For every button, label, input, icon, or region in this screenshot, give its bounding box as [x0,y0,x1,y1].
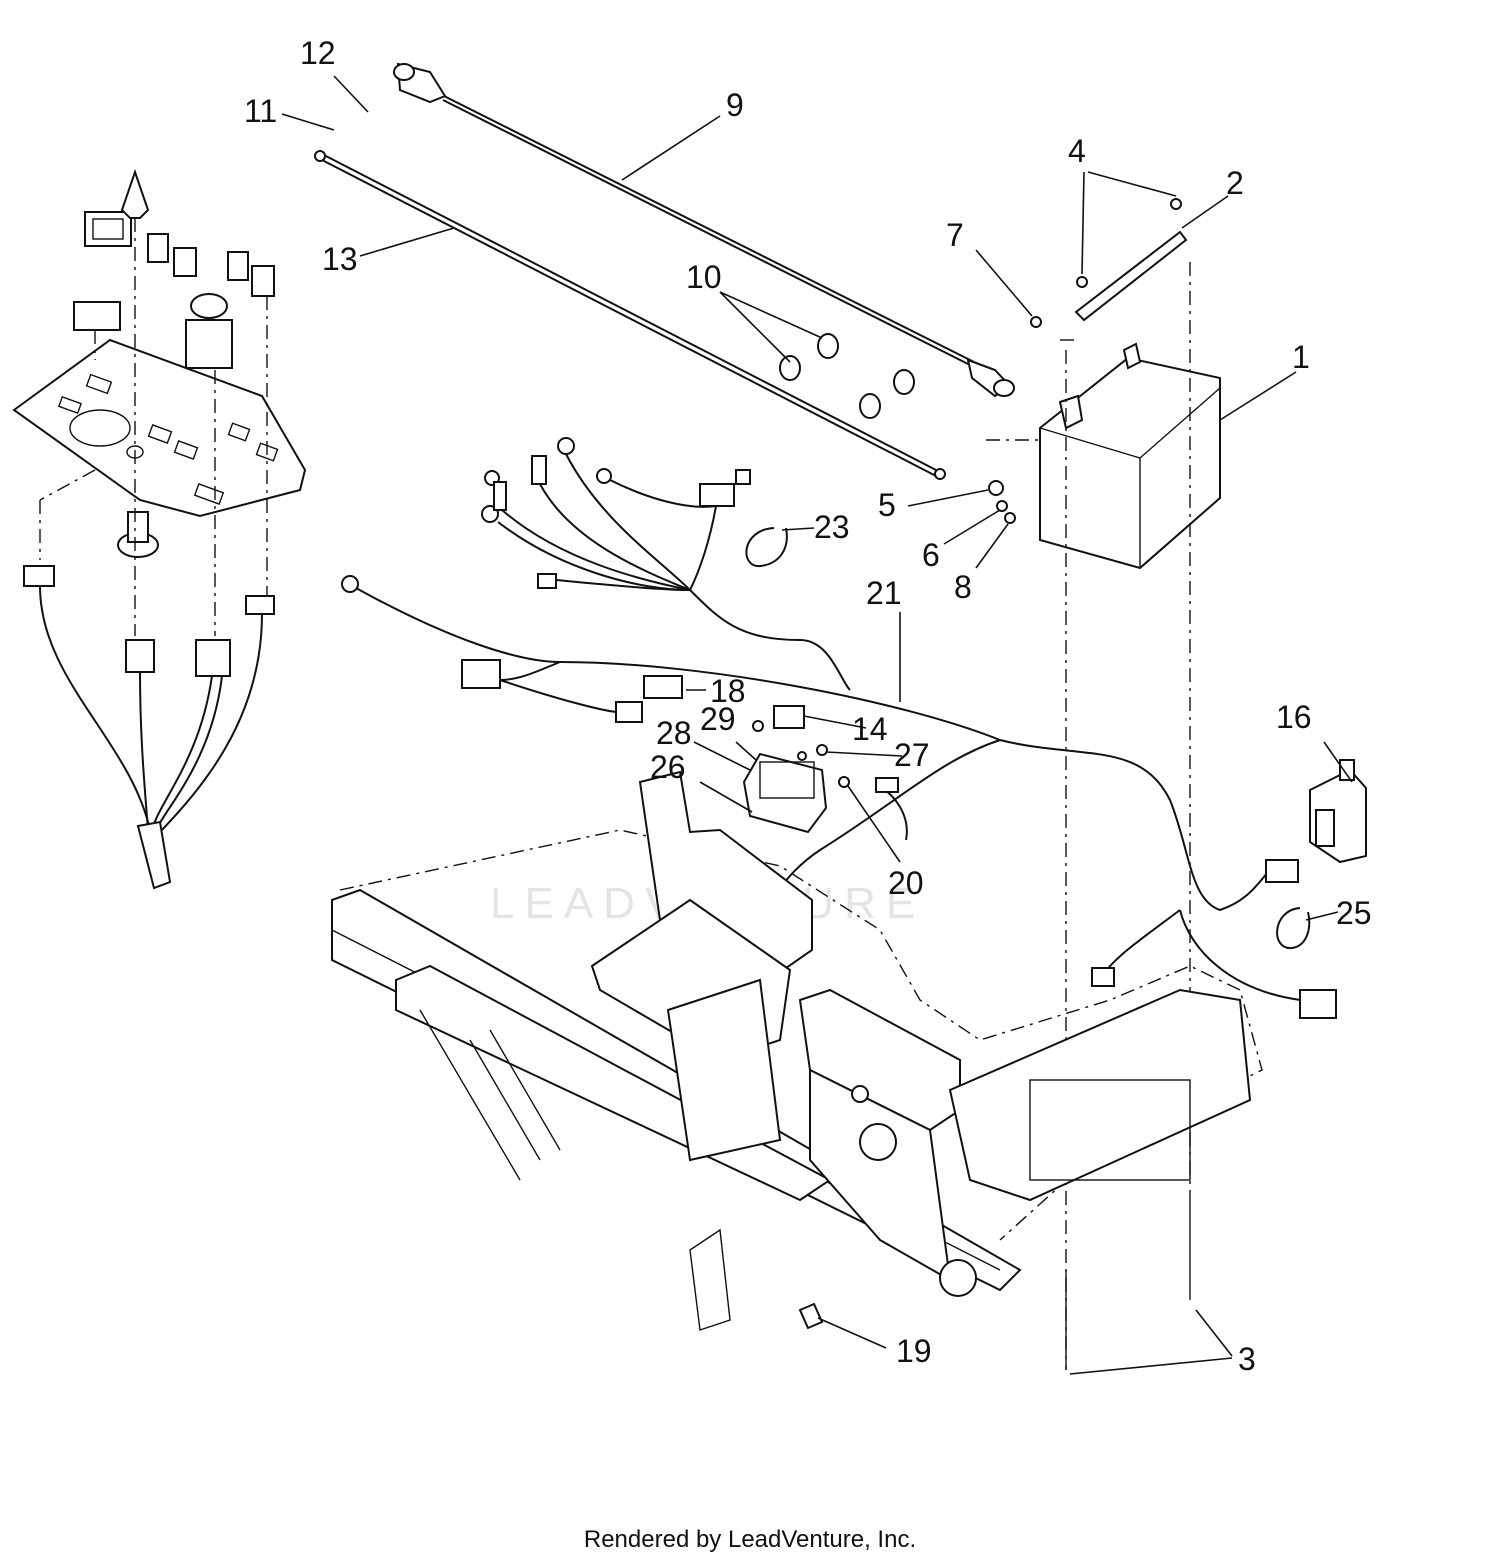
callout-labels: 1 2 3 4 5 6 7 8 9 10 11 12 13 14 16 18 1… [244,35,1372,1377]
callout-26: 26 [650,749,686,785]
callout-20: 20 [888,865,924,901]
callout-27: 27 [894,737,930,773]
relay-and-module-parts [742,705,850,834]
seat-switch [1309,759,1367,864]
callout-6: 6 [922,537,940,573]
callout-18: 18 [710,673,746,709]
callout-28: 28 [656,715,692,751]
battery [986,198,1221,1370]
callout-3: 3 [1238,1341,1256,1377]
callout-12: 12 [300,35,336,71]
callout-11: 11 [244,93,277,129]
dash-panel-assembly [12,168,307,890]
callout-21: 21 [866,575,902,611]
callout-14: 14 [852,711,888,747]
callout-25: 25 [1336,895,1372,931]
cable-ties [745,527,1311,1330]
tractor-frame [331,770,1263,1331]
rendered-by-footer: Rendered by LeadVenture, Inc. [583,1526,917,1553]
battery-cables [314,62,1015,480]
callout-2: 2 [1226,165,1244,201]
callout-19: 19 [896,1333,932,1369]
callout-16: 16 [1276,699,1312,735]
wire-harness [341,437,1337,1019]
callout-1: 1 [1292,339,1310,375]
callout-8: 8 [954,569,972,605]
callout-29: 29 [700,701,736,737]
callout-5: 5 [878,487,896,523]
callout-9: 9 [726,87,744,123]
callout-23: 23 [814,509,850,545]
callout-4: 4 [1068,133,1086,169]
callout-10: 10 [686,259,722,295]
terminal-boots [779,333,915,419]
leader-lines [281,75,1353,1375]
callout-13: 13 [322,241,358,277]
callout-7: 7 [946,217,964,253]
